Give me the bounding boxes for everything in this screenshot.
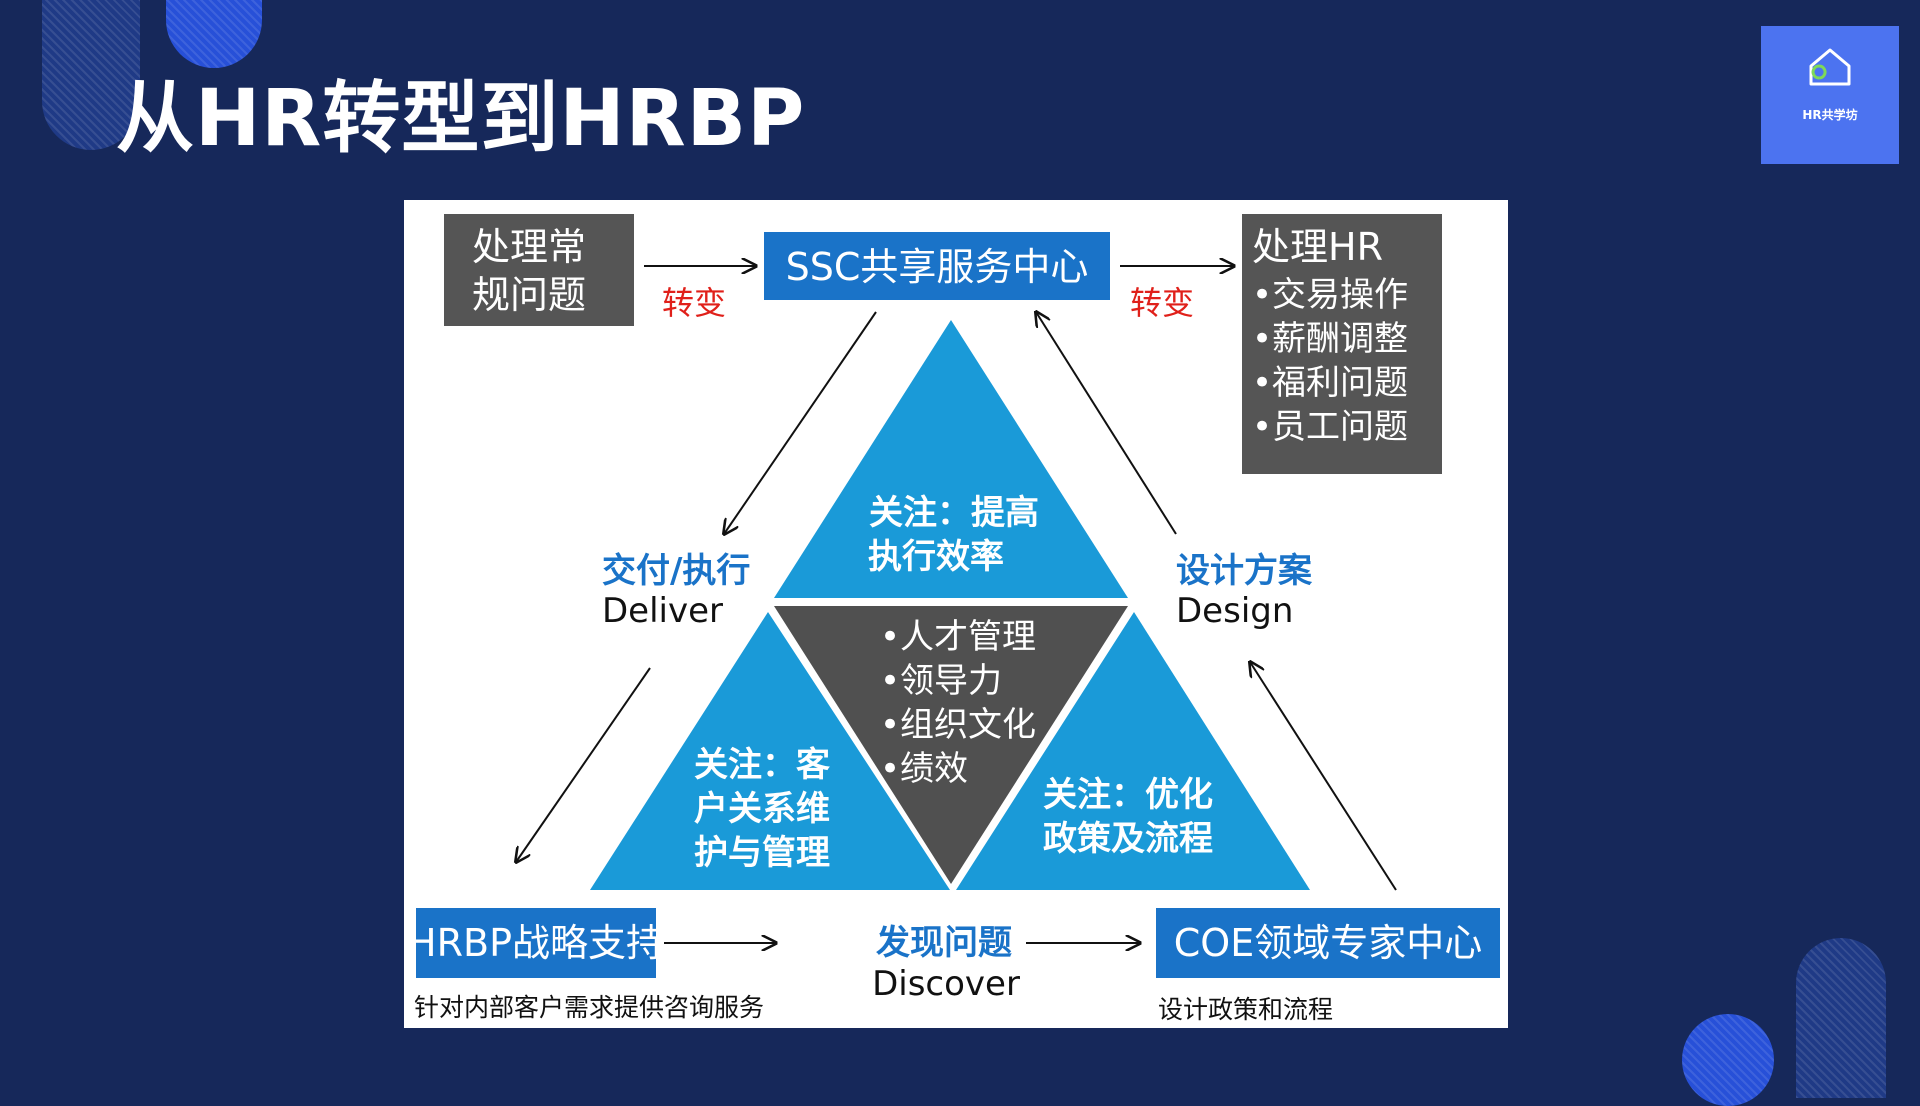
box-hr-title: 处理HR	[1252, 225, 1383, 269]
triangle-left-line-3: 护与管理	[694, 833, 830, 873]
box-hrbp	[416, 908, 656, 978]
box-hr-item-3: •福利问题	[1252, 363, 1408, 403]
decor-bar-left	[42, 0, 140, 150]
logo[interactable]: HR共学坊	[1761, 26, 1899, 164]
triangle-center-item-4: •绩效	[880, 749, 968, 789]
coe-caption: 设计政策和流程	[1158, 995, 1333, 1024]
box-hr-item-4: •员工问题	[1252, 407, 1408, 447]
box-routine	[444, 214, 634, 326]
transform-label-left: 转变	[662, 284, 726, 322]
triangle-left-line-1: 关注：客	[694, 745, 830, 785]
arrow-design-to-ssc	[1036, 312, 1177, 535]
triangle-center-item-3: •组织文化	[880, 705, 1036, 745]
arrow-deliver-to-hrbp	[516, 667, 651, 862]
triangle-center-item-1: •人才管理	[880, 617, 1036, 657]
triangle-top-line-1: 关注：提高	[869, 493, 1039, 533]
diagram-panel: 处理常 规问题 转变 SSC共享服务中心 转变 处理HR •交易操作 •薪酬调整…	[404, 200, 1508, 1028]
design-label-zh: 设计方案	[1176, 551, 1313, 591]
box-coe-label: COE领域专家中心	[1174, 921, 1482, 965]
deliver-label-zh: 交付/执行	[602, 551, 750, 591]
triangle-right-line-1: 关注：优化	[1043, 775, 1213, 815]
box-hr-item-1: •交易操作	[1252, 275, 1408, 315]
box-hr	[1242, 214, 1442, 474]
box-hr-item-2: •薪酬调整	[1252, 319, 1408, 359]
arrow-ssc-to-deliver	[724, 311, 877, 534]
triangle-right-line-2: 政策及流程	[1043, 819, 1213, 859]
transform-label-right: 转变	[1130, 284, 1194, 322]
box-ssc	[764, 232, 1110, 300]
triangle-center	[774, 606, 1128, 884]
triangle-left-line-2: 户关系维	[694, 789, 830, 829]
box-ssc-label: SSC共享服务中心	[786, 245, 1089, 289]
box-routine-line-2: 规问题	[472, 273, 586, 317]
triangle-top-line-2: 执行效率	[868, 537, 1004, 577]
box-routine-line-1: 处理常	[472, 225, 586, 269]
deliver-label-en: Deliver	[602, 591, 723, 631]
box-coe	[1156, 908, 1500, 978]
triangle-center-item-2: •领导力	[880, 661, 1002, 701]
hrbp-caption: 针对内部客户需求提供咨询服务	[414, 993, 764, 1022]
triangle-top	[774, 320, 1128, 598]
box-hrbp-label: HRBP战略支持	[408, 921, 664, 965]
arrow-coe-to-design	[1250, 662, 1397, 891]
decor-circle-top	[166, 0, 262, 68]
decor-circle-bottom	[1682, 1014, 1774, 1106]
logo-text: HR共学坊	[1802, 108, 1858, 122]
design-label-en: Design	[1176, 591, 1293, 631]
discover-label-zh: 发现问题	[876, 923, 1012, 963]
triangle-left	[590, 612, 950, 890]
discover-label-en: Discover	[872, 964, 1020, 1004]
hr-transformation-diagram: 处理常 规问题 转变 SSC共享服务中心 转变 处理HR •交易操作 •薪酬调整…	[408, 214, 1500, 1024]
house-icon	[1809, 48, 1851, 86]
page-title: 从HR转型到HRBP	[116, 74, 806, 164]
triangle-right	[956, 612, 1310, 890]
decor-bar-right	[1796, 938, 1886, 1098]
